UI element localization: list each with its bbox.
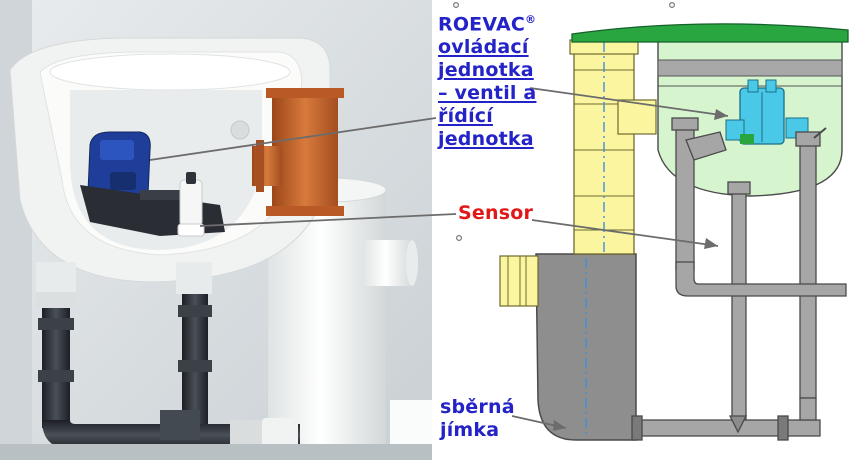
yellow-tube (569, 39, 657, 255)
sensor-probe-icon (177, 172, 205, 237)
sump-line-1: sběrná (440, 396, 515, 418)
photo-floor (0, 444, 432, 460)
black-pipes (36, 262, 300, 454)
roevac-line-1: ovládací (438, 36, 529, 59)
sensor-label: Sensor (458, 202, 534, 224)
sump-line-2: jímka (440, 419, 500, 441)
leader-roevac-drawing (529, 87, 729, 117)
collection-sump-icon (535, 253, 637, 441)
green-lid (571, 23, 849, 43)
photo-glare (390, 400, 432, 444)
roevac-line-5: jednotka (438, 128, 534, 151)
roevac-line-2: jednotka (438, 59, 534, 82)
photo-panel (0, 0, 432, 460)
leader-sensor-drawing (531, 219, 719, 247)
technical-drawing (499, 23, 849, 441)
roevac-brand: ROEVAC (438, 13, 526, 36)
roevac-line-4: řídící (438, 105, 493, 128)
registered-mark: ® (525, 13, 537, 26)
leader-arrowheads (553, 109, 728, 431)
leader-roevac-photo (149, 117, 437, 161)
leader-sensor-photo (199, 213, 457, 227)
marker-dots (453, 1, 675, 242)
inlet-stub (499, 255, 539, 307)
sump-label: sběrná jímka (440, 396, 515, 442)
grey-pipework (631, 117, 847, 441)
roevac-line-3: – ventil a (438, 82, 537, 105)
vent-tip (813, 127, 827, 139)
orange-pipe (252, 88, 344, 216)
roevac-label: ROEVAC® ovládací jednotka – ventil a říd… (438, 8, 536, 151)
